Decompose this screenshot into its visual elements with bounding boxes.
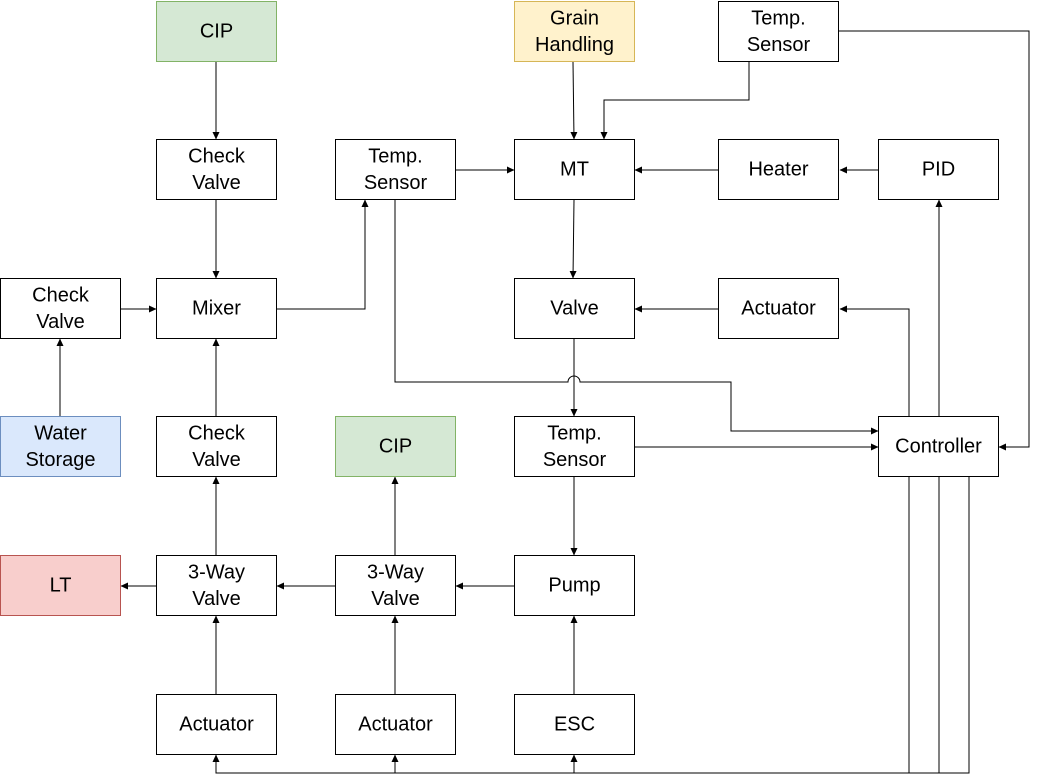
node-label: 3-Way — [367, 561, 424, 583]
node-temp-sensor-top: Temp. Sensor — [718, 1, 839, 62]
node-valve: Valve — [514, 278, 635, 339]
node-pid: PID — [878, 139, 999, 200]
node-box — [514, 555, 635, 616]
node-box — [156, 278, 277, 339]
node-box — [514, 278, 635, 339]
node-box — [156, 139, 277, 200]
edge-controller-to-actuator-mid — [391, 477, 940, 774]
node-label: Controller — [895, 436, 982, 458]
node-label: Heater — [748, 159, 808, 181]
node-label: MT — [560, 159, 589, 181]
node-label: Valve — [36, 311, 85, 333]
node-actuator-left: Actuator — [156, 694, 277, 755]
node-box — [0, 555, 121, 616]
node-temp-sensor-mid: Temp. Sensor — [335, 139, 456, 200]
node-box — [0, 416, 121, 477]
node-label: Check — [188, 422, 246, 444]
node-label: ESC — [554, 714, 595, 736]
node-box — [718, 139, 839, 200]
node-actuator-right: Actuator — [718, 278, 839, 339]
node-box — [335, 694, 456, 755]
edge-controller-to-actuator-right — [839, 305, 910, 416]
node-box — [514, 139, 635, 200]
node-layer: CIPGrainHandlingTemp.SensorCheckValveTem… — [0, 1, 999, 755]
node-box — [335, 416, 456, 477]
node-label: Mixer — [192, 298, 241, 320]
node-label: CIP — [200, 21, 233, 43]
node-label: PID — [922, 159, 955, 181]
node-box — [878, 416, 999, 477]
node-label: Actuator — [179, 714, 254, 736]
node-label: Pump — [548, 575, 600, 597]
node-label: Water — [34, 422, 87, 444]
node-label: Sensor — [364, 172, 428, 194]
node-box — [514, 694, 635, 755]
node-label: Sensor — [747, 34, 811, 56]
node-box — [0, 278, 121, 339]
node-label: Temp. — [547, 422, 601, 444]
node-pump: Pump — [514, 555, 635, 616]
node-label: CIP — [379, 436, 412, 458]
node-label: Valve — [192, 588, 241, 610]
node-label: Valve — [192, 449, 241, 471]
node-label: Valve — [192, 172, 241, 194]
node-controller: Controller — [878, 416, 999, 477]
node-box — [718, 1, 839, 62]
node-temp-sensor-low: Temp. Sensor — [514, 416, 635, 477]
node-label: Check — [188, 145, 246, 167]
edge-controller-to-esc — [570, 477, 970, 774]
node-label: Actuator — [358, 714, 433, 736]
node-box — [156, 416, 277, 477]
edge-grain-handling-to-mt — [570, 61, 578, 140]
node-label: Valve — [371, 588, 420, 610]
node-box — [335, 555, 456, 616]
edge-temp-sensor-top-to-mt — [600, 62, 750, 140]
node-box — [514, 416, 635, 477]
node-label: Handling — [535, 34, 614, 56]
node-cip-top: CIP — [156, 1, 277, 62]
edge-mt-to-valve — [569, 199, 577, 279]
node-esc: ESC — [514, 694, 635, 755]
node-actuator-mid: Actuator — [335, 694, 456, 755]
node-heater: Heater — [718, 139, 839, 200]
node-label: Storage — [25, 449, 95, 471]
node-mt: MT — [514, 139, 635, 200]
node-box — [878, 139, 999, 200]
node-label: Sensor — [543, 449, 607, 471]
edge-temp-sensor-top-to-controller — [839, 30, 1030, 451]
node-box — [156, 555, 277, 616]
node-box — [156, 1, 277, 62]
node-box — [718, 278, 839, 339]
node-label: LT — [50, 575, 72, 597]
node-label: Grain — [550, 7, 599, 29]
node-label: 3-Way — [188, 561, 245, 583]
node-box — [156, 694, 277, 755]
node-label: Temp. — [368, 145, 422, 167]
node-label: Valve — [550, 298, 599, 320]
edge-mixer-to-temp-sensor-mid — [277, 199, 369, 310]
connection-layer — [56, 30, 1030, 774]
node-label: Check — [32, 284, 90, 306]
node-label: Actuator — [741, 298, 816, 320]
node-lt: LT — [0, 555, 121, 616]
node-box — [514, 1, 635, 62]
node-cip-mid: CIP — [335, 416, 456, 477]
node-label: Temp. — [751, 7, 805, 29]
node-box — [335, 139, 456, 200]
node-mixer: Mixer — [156, 278, 277, 339]
edge-temp-sensor-mid-to-controller — [394, 200, 879, 435]
